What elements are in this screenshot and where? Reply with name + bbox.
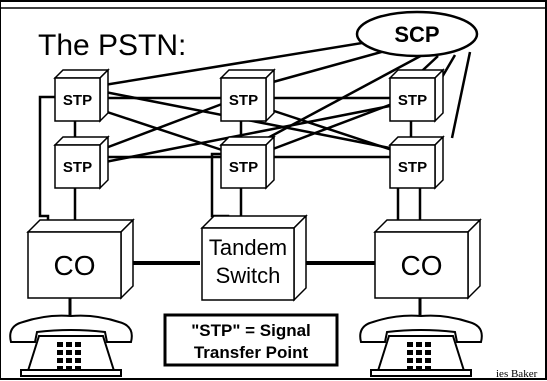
stp-bottom-left: STP — [53, 135, 110, 190]
co-right-label: CO — [401, 250, 443, 281]
stp-bottom-center: STP — [219, 135, 276, 190]
scp-node: SCP — [355, 10, 479, 58]
stp-label: STP — [229, 159, 258, 176]
stp-top-right: STP — [388, 68, 445, 123]
co-left: CO — [26, 218, 135, 300]
stp-label: STP — [229, 92, 258, 109]
stp-label: STP — [398, 159, 427, 176]
telephone-left-icon — [9, 314, 133, 377]
stp-label: STP — [63, 159, 92, 176]
co-left-label: CO — [54, 250, 96, 281]
stp-label: STP — [398, 92, 427, 109]
stp-top-left: STP — [53, 68, 110, 123]
scp-label: SCP — [394, 22, 439, 47]
note-line2: Transfer Point — [194, 343, 309, 362]
stp-bottom-right: STP — [388, 135, 445, 190]
tandem-label-line1: Tandem — [209, 235, 287, 260]
tandem-switch: Tandem Switch — [200, 214, 308, 302]
stp-label: STP — [63, 92, 92, 109]
stp-top-center: STP — [219, 68, 276, 123]
co-right: CO — [373, 218, 482, 300]
telephone-right-icon — [359, 314, 483, 377]
slide-title: The PSTN: — [38, 29, 186, 62]
stp-definition-note: "STP" = Signal Transfer Point — [163, 313, 339, 367]
note-line1: "STP" = Signal — [191, 321, 311, 340]
tandem-label-line2: Switch — [216, 263, 281, 288]
credit-text: ies Baker — [496, 368, 538, 380]
